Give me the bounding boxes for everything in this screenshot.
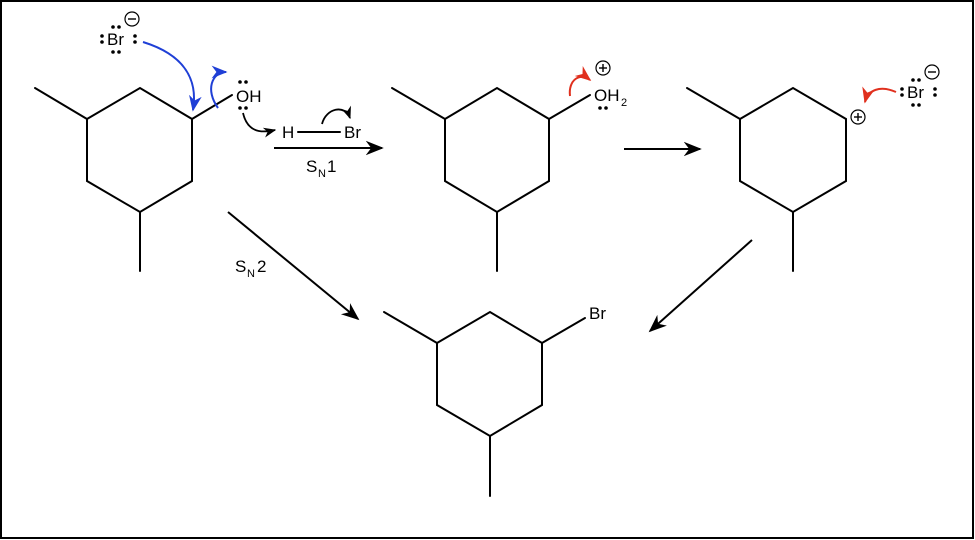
svg-text:S: S — [306, 157, 317, 176]
product-bromine-label: Br — [589, 304, 606, 323]
hydrogen-bromide: H Br — [282, 105, 361, 142]
carbocation-intermediate: Br — [686, 64, 940, 272]
bond-cleavage-arrow — [210, 65, 228, 109]
svg-text:N: N — [247, 268, 255, 280]
svg-text:2: 2 — [621, 97, 627, 109]
sn1-condition: S N 1 — [306, 157, 336, 180]
nucleophile-attack-arrow — [142, 41, 202, 112]
sn2-condition: S N 2 — [235, 257, 266, 280]
product-molecule: Br — [383, 304, 606, 497]
hbr-cleavage-arrow — [321, 105, 351, 125]
oxonium-intermediate: OH 2 — [391, 60, 627, 272]
svg-text:1: 1 — [327, 157, 336, 176]
svg-text:2: 2 — [257, 257, 266, 276]
hbr-h-label: H — [282, 123, 294, 142]
sn2-reaction-arrow — [227, 211, 360, 321]
oxonium-label: OH — [594, 86, 620, 105]
sn1-product-arrow — [648, 239, 753, 333]
carbocation-bromide-label: Br — [907, 83, 924, 102]
proton-transfer-arrow — [242, 112, 277, 138]
water-leaving-arrow — [568, 66, 592, 97]
bromide-nucleophile: Br — [100, 11, 140, 54]
svg-text:N: N — [318, 168, 326, 180]
hbr-br-label: Br — [344, 123, 361, 142]
hydroxyl-label: OH — [236, 87, 262, 106]
bromide-attack-arrow — [862, 86, 897, 104]
reactant-molecule: OH — [34, 80, 262, 272]
bromide-label: Br — [107, 30, 124, 49]
svg-text:S: S — [235, 257, 246, 276]
